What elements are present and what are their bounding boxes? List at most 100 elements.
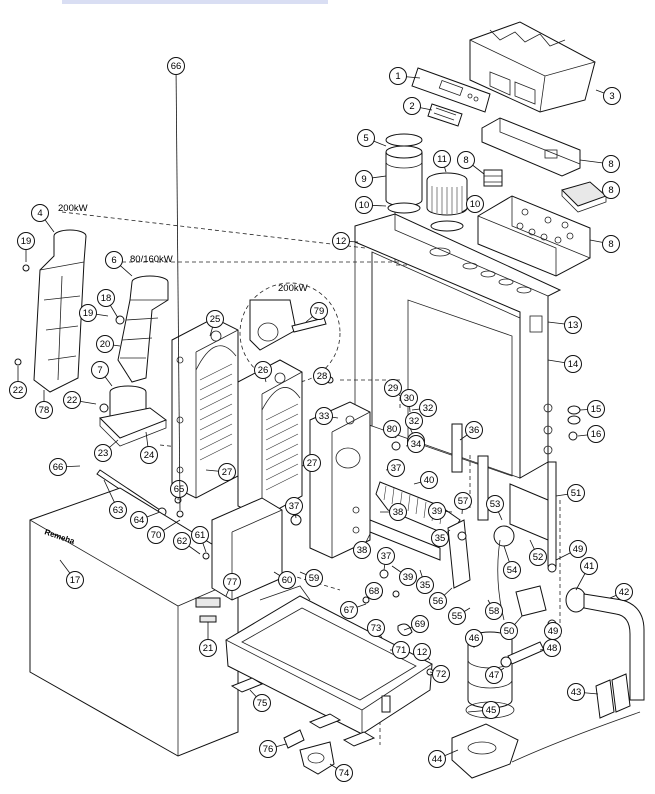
- callout-10: 10: [461, 195, 484, 213]
- callout-circle: [602, 235, 620, 253]
- callout-circle: [109, 501, 127, 519]
- callout-77: 77: [223, 573, 241, 597]
- callout-circle: [420, 471, 438, 489]
- callout-circle: [259, 740, 277, 758]
- callout-number: 22: [67, 395, 78, 406]
- callout-22: 22: [9, 366, 27, 399]
- callout-number: 10: [470, 199, 481, 210]
- callout-number: 62: [177, 536, 188, 547]
- callout-1: 1: [389, 67, 421, 85]
- callout-35: 35: [431, 529, 451, 547]
- callout-number: 35: [420, 580, 431, 591]
- callout-53: 53: [486, 495, 504, 521]
- callout-number: 77: [227, 577, 238, 588]
- callout-circle: [223, 573, 241, 591]
- callout-circle: [384, 379, 402, 397]
- callout-18: 18: [97, 289, 119, 319]
- callout-circle: [253, 694, 271, 712]
- callout-number: 28: [317, 371, 328, 382]
- callout-number: 25: [210, 314, 221, 325]
- callout-63: 63: [103, 479, 127, 519]
- callout-circle: [377, 547, 395, 565]
- callout-26: 26: [254, 361, 272, 383]
- callout-number: 1: [395, 71, 400, 82]
- callout-circle: [355, 196, 373, 214]
- callout-79: 79: [305, 302, 328, 323]
- callout-number: 45: [486, 705, 497, 716]
- condensate-tray: [225, 585, 433, 735]
- callout-19: 19: [79, 304, 109, 322]
- callout-number: 67: [344, 605, 355, 616]
- callout-number: 19: [21, 236, 32, 247]
- callout-38: 38: [380, 503, 407, 521]
- callout-number: 4: [37, 208, 42, 219]
- callout-number: 70: [151, 530, 162, 541]
- control-box: [477, 195, 591, 277]
- callout-circle: [31, 204, 49, 222]
- callout-circle: [429, 592, 447, 610]
- callout-number: 78: [39, 405, 50, 416]
- callout-56: 56: [429, 587, 453, 610]
- callout-circle: [405, 412, 423, 430]
- control-panel-fascia: [411, 67, 491, 113]
- callout-32: 32: [405, 412, 423, 430]
- callout-59: 59: [299, 569, 323, 587]
- callout-number: 8: [463, 155, 468, 166]
- callout-circle: [191, 526, 209, 544]
- callout-55: 55: [448, 607, 471, 625]
- callout-circle: [392, 641, 410, 659]
- callout-circle: [482, 701, 500, 719]
- callout-number: 13: [568, 320, 579, 331]
- callout-circle: [94, 444, 112, 462]
- callout-number: 65: [174, 484, 185, 495]
- callout-number: 73: [371, 623, 382, 634]
- callout-circle: [332, 232, 350, 250]
- callout-number: 71: [396, 645, 407, 656]
- callout-circle: [63, 391, 81, 409]
- callout-35: 35: [416, 569, 434, 594]
- callout-24: 24: [140, 431, 158, 464]
- callout-41: 41: [575, 557, 598, 591]
- callout-circle: [602, 155, 620, 173]
- callout-circle: [399, 568, 417, 586]
- callout-circle: [9, 381, 27, 399]
- callout-number: 6: [111, 255, 116, 266]
- callout-circle: [602, 181, 620, 199]
- callout-68: 68: [365, 582, 383, 600]
- callout-37: 37: [285, 497, 303, 519]
- callout-number: 7: [97, 365, 102, 376]
- callout-circle: [367, 619, 385, 637]
- callout-circle: [340, 601, 358, 619]
- callout-number: 37: [391, 463, 402, 474]
- callout-40: 40: [413, 471, 438, 489]
- callout-circle: [486, 495, 504, 513]
- callout-19: 19: [17, 232, 35, 262]
- callout-number: 53: [490, 499, 501, 510]
- callout-number: 39: [432, 506, 443, 517]
- callout-circle: [433, 150, 451, 168]
- callout-70: 70: [147, 519, 181, 544]
- cable-grommets: [567, 405, 581, 441]
- callout-circle: [305, 569, 323, 587]
- callout-47: 47: [485, 666, 505, 684]
- callout-27: 27: [301, 454, 321, 472]
- support-feet: [230, 677, 376, 747]
- callout-circle: [411, 615, 429, 633]
- callout-circle: [466, 195, 484, 213]
- callout-38: 38: [353, 533, 371, 559]
- callout-circle: [413, 643, 431, 661]
- callout-circle: [567, 683, 585, 701]
- callout-12: 12: [413, 643, 431, 661]
- callout-number: 3: [609, 91, 614, 102]
- callout-circle: [353, 541, 371, 559]
- callout-number: 74: [339, 768, 350, 779]
- callout-71: 71: [390, 641, 410, 659]
- callout-number: 75: [257, 698, 268, 709]
- callout-circle: [432, 665, 450, 683]
- callout-number: 32: [423, 403, 434, 414]
- callout-52: 52: [529, 539, 547, 566]
- gas-valve: [493, 525, 547, 621]
- callout-12: 12: [332, 232, 359, 250]
- callout-number: 43: [571, 687, 582, 698]
